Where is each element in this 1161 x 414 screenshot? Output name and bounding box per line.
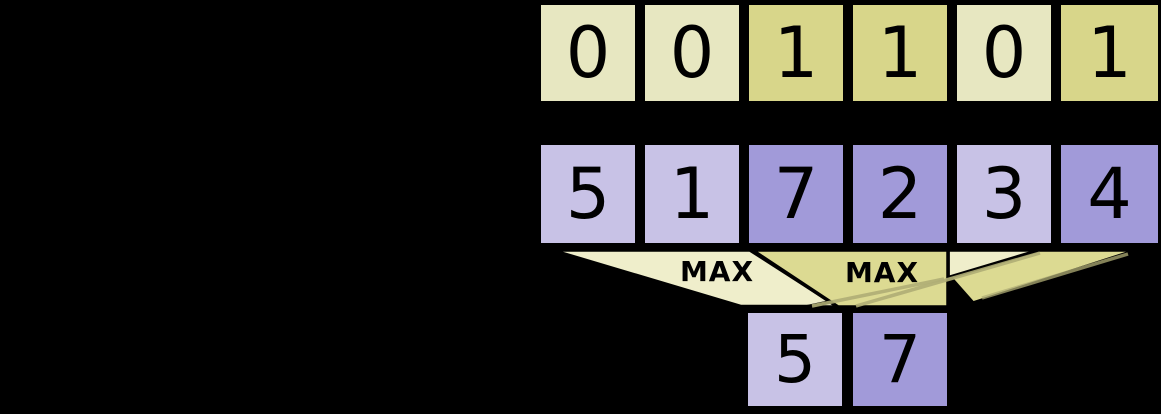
overlap-seam-3	[981, 252, 1129, 300]
mask-cell-1: 0	[642, 2, 742, 104]
value-cell-3: 2	[850, 142, 950, 246]
overlap-seam-1	[811, 277, 945, 308]
overlap-seam-2	[855, 251, 1041, 308]
value-cell-2: 7	[746, 142, 846, 246]
value-cell-5: 4	[1058, 142, 1161, 246]
value-cell-1: 1	[642, 142, 742, 246]
mask-cell-4: 0	[954, 2, 1054, 104]
max-label-right: MAX	[844, 256, 920, 289]
right-funnel-arm	[946, 248, 1138, 306]
result-cell-1: 7	[850, 310, 950, 409]
mask-cell-3: 1	[850, 2, 950, 104]
mask-cell-0: 0	[538, 2, 638, 104]
mask-cell-2: 1	[746, 2, 846, 104]
value-cell-0: 5	[538, 142, 638, 246]
result-cell-0: 5	[745, 310, 845, 409]
max-label-left: MAX	[679, 255, 755, 288]
mask-cell-5: 1	[1058, 2, 1161, 104]
value-cell-4: 3	[954, 142, 1054, 246]
